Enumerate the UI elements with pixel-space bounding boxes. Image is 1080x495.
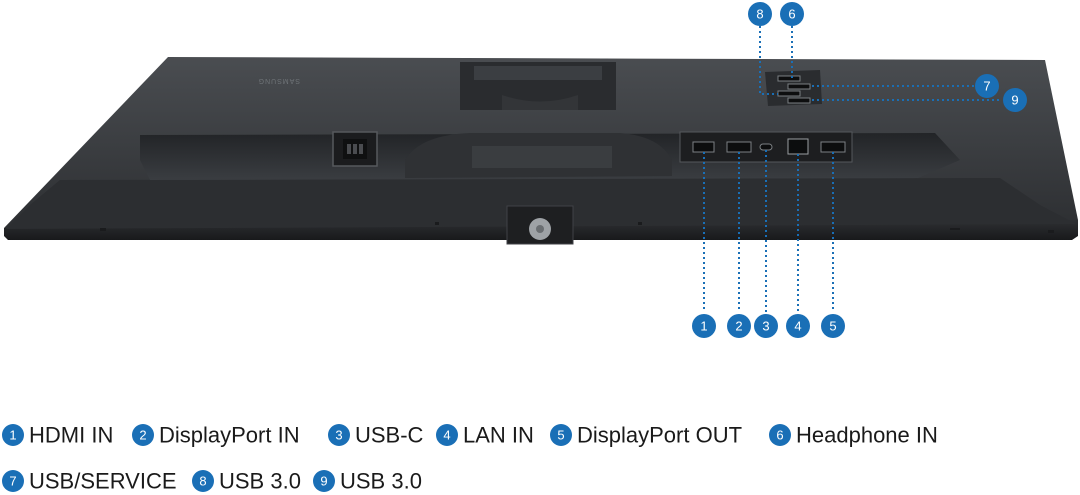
legend-item-hdmi-in: 1 HDMI IN: [2, 423, 113, 448]
svg-text:2: 2: [139, 428, 146, 443]
svg-text:9: 9: [320, 474, 327, 489]
svg-text:9: 9: [1011, 93, 1018, 108]
callout-badge-1: 1: [692, 314, 716, 338]
svg-text:6: 6: [788, 7, 795, 22]
port-legend: 1 HDMI IN 2 DisplayPort IN 3 USB-C 4 LAN…: [2, 423, 938, 494]
legend-item-usb-service: 7 USB/SERVICE: [2, 469, 177, 494]
legend-item-displayport-out: 5 DisplayPort OUT: [550, 423, 742, 448]
legend-item-displayport-in: 2 DisplayPort IN: [132, 423, 300, 448]
legend-item-usb-3-0-b: 9 USB 3.0: [313, 469, 422, 494]
svg-text:DisplayPort IN: DisplayPort IN: [159, 423, 300, 448]
callout-leaders: [703, 26, 1002, 312]
side-usb-ports: [765, 70, 822, 106]
usb-c-port: [759, 143, 773, 151]
svg-text:LAN IN: LAN IN: [463, 423, 534, 448]
callout-badge-5: 5: [821, 314, 845, 338]
vent-marks: [100, 222, 1054, 233]
svg-text:Headphone IN: Headphone IN: [796, 423, 938, 448]
svg-text:4: 4: [794, 319, 801, 334]
svg-text:7: 7: [9, 474, 16, 489]
legend-item-usb-3-0-a: 8 USB 3.0: [192, 469, 301, 494]
svg-text:4: 4: [443, 428, 450, 443]
lan-port: [787, 138, 809, 155]
io-port-panel: [679, 131, 853, 163]
svg-text:USB/SERVICE: USB/SERVICE: [29, 469, 177, 494]
svg-text:7: 7: [983, 79, 990, 94]
svg-text:3: 3: [335, 428, 342, 443]
callout-badge-3: 3: [754, 314, 778, 338]
callout-badge-6: 6: [780, 2, 804, 26]
svg-text:3: 3: [762, 319, 769, 334]
control-joystick: [506, 205, 574, 245]
displayport-in-port: [726, 141, 752, 153]
svg-text:8: 8: [756, 7, 763, 22]
svg-text:1: 1: [9, 428, 16, 443]
callout-badge-8: 8: [748, 2, 772, 26]
displayport-out-port: [820, 141, 846, 153]
legend-item-lan-in: 4 LAN IN: [436, 423, 534, 448]
svg-text:1: 1: [700, 319, 707, 334]
usb-3-port-a: [777, 90, 801, 97]
callout-badge-2: 2: [727, 314, 751, 338]
svg-text:USB 3.0: USB 3.0: [219, 469, 301, 494]
callout-badge-7: 7: [975, 74, 999, 98]
headphone-jack: [777, 75, 801, 82]
svg-text:6: 6: [776, 428, 783, 443]
usb-3-port-b: [787, 97, 811, 104]
monitor-body: SAMSUNG: [4, 57, 1078, 245]
power-socket: [332, 131, 378, 167]
svg-text:HDMI IN: HDMI IN: [29, 423, 113, 448]
callout-badge-4: 4: [786, 314, 810, 338]
svg-text:USB 3.0: USB 3.0: [340, 469, 422, 494]
svg-text:5: 5: [557, 428, 564, 443]
legend-item-headphone-in: 6 Headphone IN: [769, 423, 938, 448]
monitor-bottom-lip: [6, 178, 1076, 229]
svg-text:8: 8: [199, 474, 206, 489]
svg-text:2: 2: [735, 319, 742, 334]
usb-service-port: [787, 83, 811, 90]
callout-badge-9: 9: [1003, 88, 1027, 112]
hdmi-port: [692, 141, 715, 153]
svg-text:5: 5: [829, 319, 836, 334]
brand-logo: SAMSUNG: [258, 77, 300, 84]
svg-text:USB-C: USB-C: [355, 423, 424, 448]
svg-text:DisplayPort OUT: DisplayPort OUT: [577, 423, 742, 448]
legend-item-usb-c: 3 USB-C: [328, 423, 424, 448]
